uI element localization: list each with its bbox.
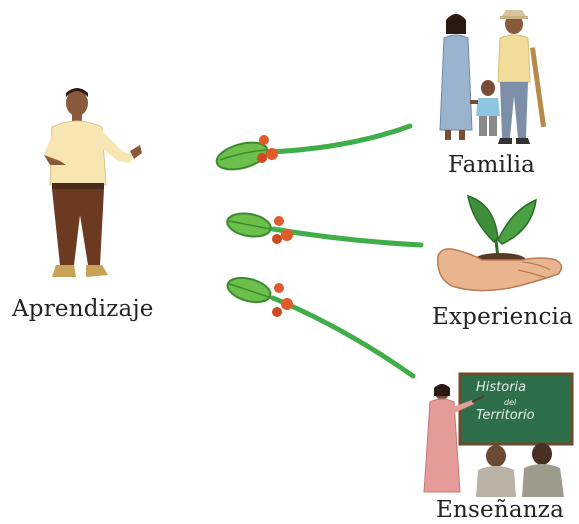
experiencia-label: Experiencia (432, 304, 574, 330)
ensenanza-label: Enseñanza (436, 497, 564, 523)
teacher-figure (423, 384, 485, 493)
family-illustration (439, 10, 547, 144)
familia-label: Familia (448, 152, 536, 178)
board-line-3: Territorio (476, 408, 535, 423)
man-figure-illustration (44, 88, 142, 277)
hand-with-plant-illustration (437, 194, 563, 292)
students-figures (476, 443, 564, 497)
branch-connector-teaching (226, 276, 416, 379)
aprendizaje-label: Aprendizaje (12, 296, 154, 322)
chalkboard (458, 372, 574, 446)
board-line-2: del (504, 398, 517, 407)
branch-connector-family (215, 123, 413, 171)
teaching-illustration: Historia del Territorio (420, 372, 574, 497)
board-line-1: Historia (476, 380, 527, 395)
branch-connector-experience (226, 212, 424, 248)
